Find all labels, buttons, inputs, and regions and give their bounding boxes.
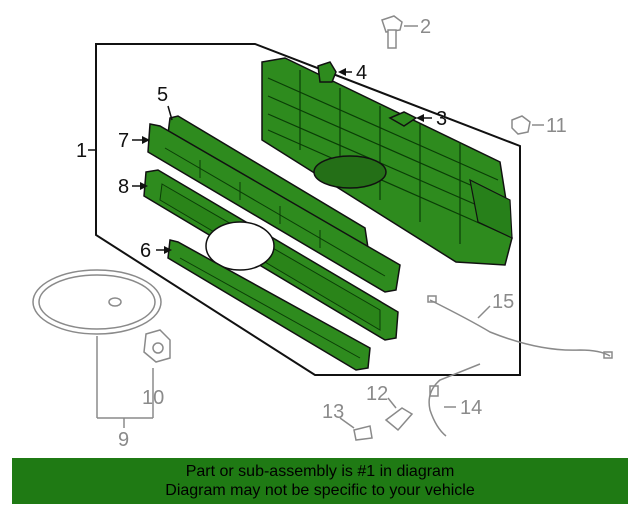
callout-3[interactable]: 3 <box>436 108 447 130</box>
lower-molding-part[interactable] <box>167 239 371 371</box>
sensor-part-10[interactable] <box>143 329 171 363</box>
grille-opening <box>205 221 275 271</box>
callout-bracket-9 <box>96 336 154 428</box>
callout-15[interactable]: 15 <box>492 291 514 313</box>
harness-part-15[interactable] <box>427 295 613 359</box>
assembly-boundary <box>95 43 521 376</box>
callout-8[interactable]: 8 <box>118 176 129 198</box>
callout-5[interactable]: 5 <box>157 84 168 106</box>
callout-7[interactable]: 7 <box>118 130 129 152</box>
nut-part-11[interactable] <box>511 115 531 135</box>
callout-6[interactable]: 6 <box>140 240 151 262</box>
clip-part-4[interactable] <box>317 61 337 83</box>
callout-12[interactable]: 12 <box>366 383 388 405</box>
callout-10[interactable]: 10 <box>142 387 164 409</box>
callout-4[interactable]: 4 <box>356 62 367 84</box>
leader-12 <box>387 397 397 409</box>
clip-part-13[interactable] <box>353 425 373 441</box>
callout-13[interactable]: 13 <box>322 401 344 423</box>
arrow-6 <box>164 246 172 254</box>
footer-line-2: Diagram may not be specific to your vehi… <box>165 482 475 499</box>
arrow-3 <box>416 114 424 122</box>
leader-5 <box>167 105 173 121</box>
callout-9[interactable]: 9 <box>118 429 129 451</box>
emblem-part-9[interactable] <box>32 269 162 335</box>
footer-line-1: Part or sub-assembly is #1 in diagram <box>185 463 455 480</box>
screw-part[interactable] <box>381 15 403 49</box>
leader-15 <box>477 305 491 319</box>
callout-1[interactable]: 1 <box>76 140 87 162</box>
main-grille-part[interactable] <box>261 57 513 266</box>
connector-part-12[interactable] <box>384 407 414 432</box>
harness-part-14[interactable] <box>428 363 481 437</box>
arrow-8 <box>140 182 148 190</box>
callout-11[interactable]: 11 <box>546 115 567 137</box>
footer-banner: Part or sub-assembly is #1 in diagram Di… <box>12 458 628 504</box>
grille-diagram: 1 2 3 4 5 6 7 8 9 10 11 12 13 14 15 <box>32 15 613 451</box>
leader-13 <box>339 417 355 429</box>
grille-emblem-recess <box>313 155 387 189</box>
callout-14[interactable]: 14 <box>460 397 482 419</box>
arrow-4 <box>338 68 346 76</box>
callout-2[interactable]: 2 <box>420 16 431 38</box>
upper-bar-part[interactable] <box>147 123 401 293</box>
arrow-7 <box>142 136 150 144</box>
